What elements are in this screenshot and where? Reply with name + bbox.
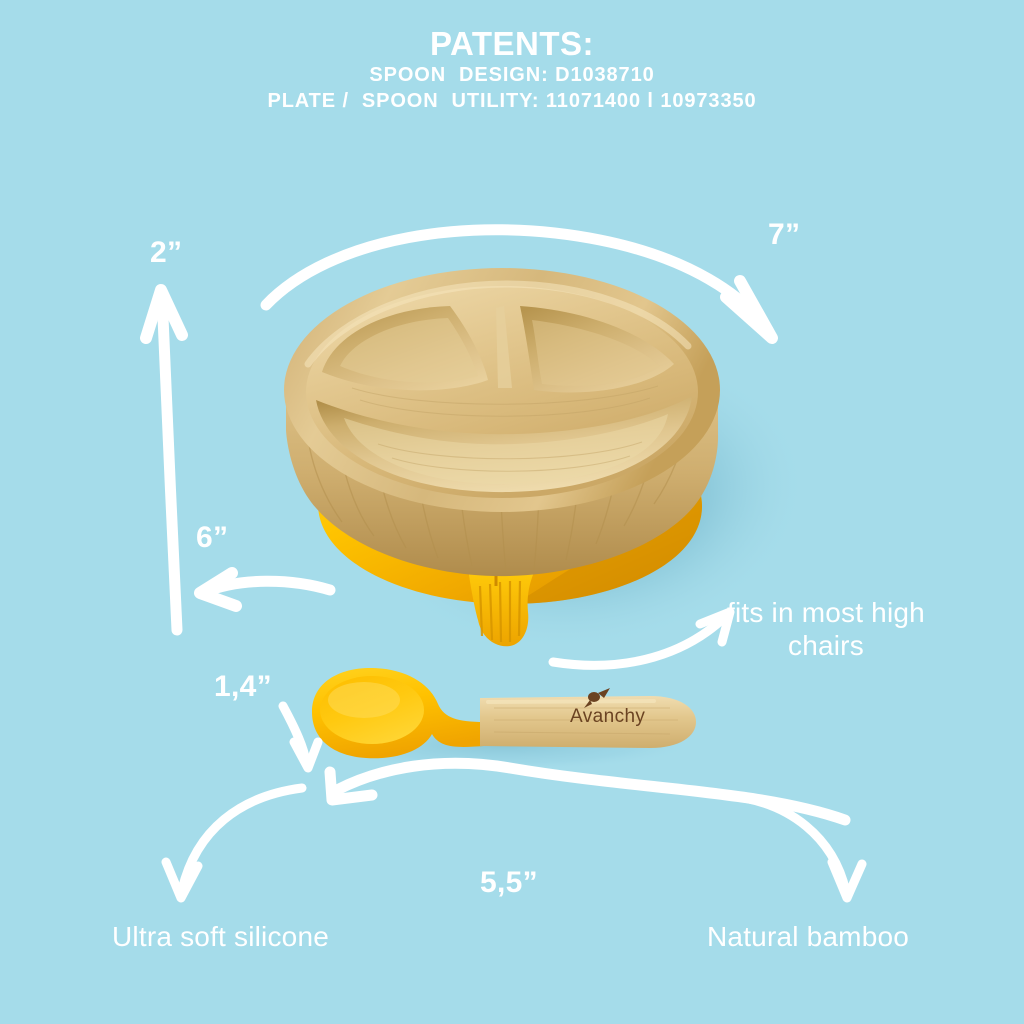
compartment-bottom-highlight bbox=[344, 414, 668, 485]
avanchy-logo-text: Avanchy bbox=[570, 706, 645, 727]
patents-title: PATENTS: bbox=[429, 25, 595, 62]
bamboo-plate-body bbox=[284, 268, 720, 577]
bamboo-suction-plate bbox=[284, 268, 720, 647]
feature-label-natural-bamboo: Natural bamboo bbox=[707, 921, 910, 952]
spoon-bowl-inner bbox=[320, 676, 424, 744]
dimension-label-spoon-head-width: 1,4” bbox=[214, 670, 272, 703]
spoon-bowl-highlight bbox=[328, 682, 400, 718]
dimension-label-spoon-length: 5,5” bbox=[480, 866, 538, 899]
feature-label-ultra-soft-silicone: Ultra soft silicone bbox=[112, 921, 329, 952]
spoon-handle-highlight bbox=[486, 699, 656, 704]
bamboo-baby-spoon: Avanchy bbox=[312, 668, 696, 759]
feature-label-fits-high-chairs: fits in most high chairs bbox=[727, 596, 925, 662]
avanchy-logo: Avanchy bbox=[570, 688, 645, 727]
dimension-label-plate-inner: 6” bbox=[196, 521, 229, 554]
suction-pull-tab bbox=[468, 568, 536, 647]
patent-plate-spoon-utility: PLATE / SPOON UTILITY: 11071400 l 109733… bbox=[267, 90, 757, 113]
patent-spoon-design: SPOON DESIGN: D1038710 bbox=[369, 63, 655, 86]
plate-grain-lines bbox=[351, 385, 659, 472]
feature-label-fits-line2: chairs bbox=[788, 630, 864, 662]
avanchy-bird-icon bbox=[584, 688, 610, 708]
dimension-label-plate-height: 2” bbox=[150, 236, 183, 269]
feature-label-fits-line1: fits in most high bbox=[727, 597, 925, 628]
patents-block: PATENTS: SPOON DESIGN: D1038710 PLATE / … bbox=[0, 26, 1024, 114]
spoon-handle-grain bbox=[493, 707, 678, 735]
dimension-label-plate-diameter: 7” bbox=[768, 218, 801, 251]
spoon-bamboo-handle bbox=[480, 696, 696, 748]
pull-tab-grip-lines bbox=[478, 580, 522, 643]
compartment-upper-right-highlight bbox=[532, 320, 660, 386]
